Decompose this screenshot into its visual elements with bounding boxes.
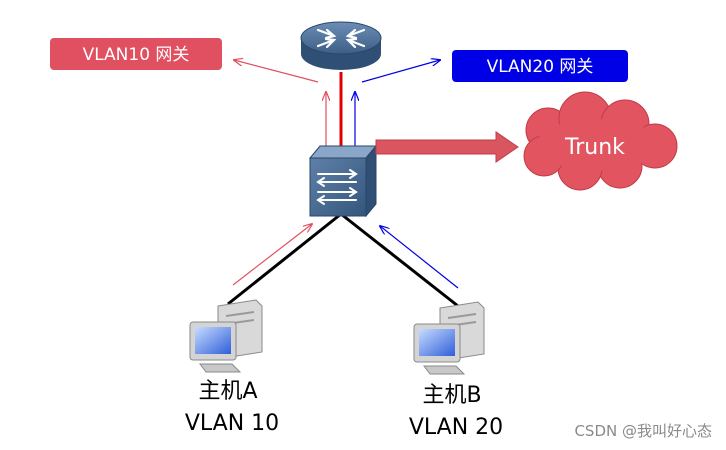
pc-icon	[189, 299, 263, 373]
svg-text:VLAN20 网关: VLAN20 网关	[487, 57, 594, 77]
host-a-link	[227, 212, 342, 306]
svg-text:Trunk: Trunk	[564, 135, 625, 160]
trunk-arrow	[375, 131, 519, 163]
host-b-flow-arrow	[380, 226, 459, 289]
vlan20-gateway-arrow	[361, 60, 440, 83]
svg-text:VLAN 10: VLAN 10	[185, 411, 279, 436]
host-b-pc: 主机B VLAN 20	[409, 301, 503, 440]
watermark: CSDN @我叫好心态	[574, 422, 712, 440]
vlan10-gateway-label: VLAN10 网关	[50, 38, 222, 70]
vlan10-gateway-arrow	[234, 60, 319, 83]
host-b-link	[340, 212, 459, 308]
router-icon	[300, 21, 382, 70]
svg-text:主机B: 主机B	[422, 383, 481, 408]
trunk-cloud: Trunk	[523, 91, 678, 191]
host-a-pc: 主机A VLAN 10	[185, 299, 279, 436]
svg-text:VLAN 20: VLAN 20	[409, 415, 503, 440]
switch-icon	[308, 144, 378, 218]
host-a-flow-arrow	[232, 224, 312, 286]
svg-text:VLAN10 网关: VLAN10 网关	[83, 45, 190, 65]
svg-text:主机A: 主机A	[198, 379, 257, 404]
pc-icon	[413, 301, 485, 375]
vlan20-gateway-label: VLAN20 网关	[452, 50, 628, 82]
